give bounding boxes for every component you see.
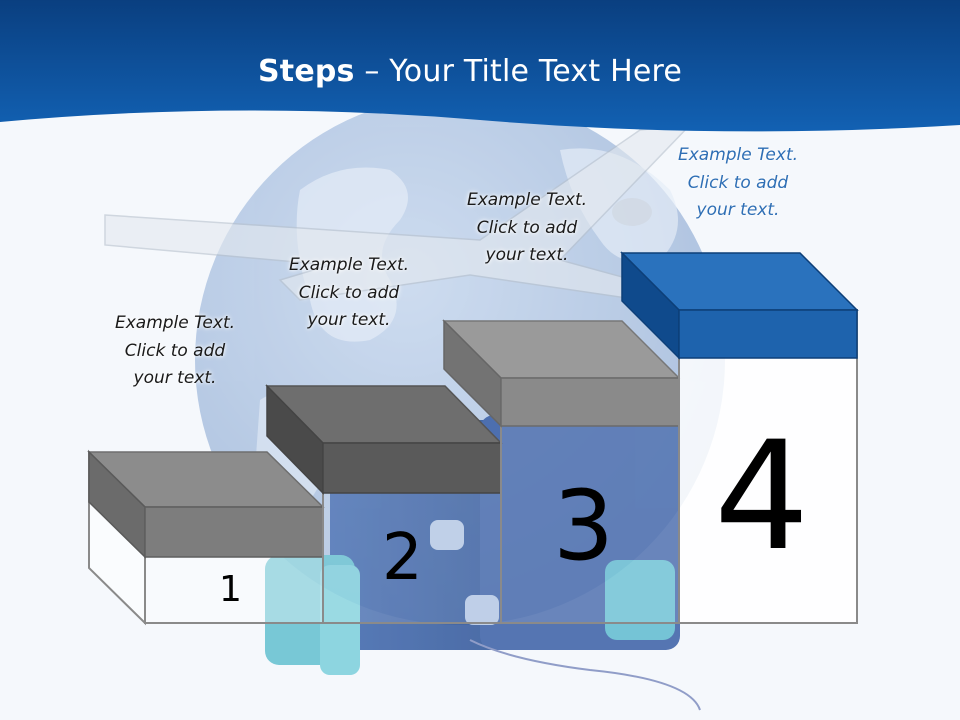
caption-line: your text. bbox=[307, 310, 391, 330]
caption-line: Click to add bbox=[124, 340, 226, 361]
step-4-caption[interactable]: Example Text. Click to add your text. bbox=[653, 142, 823, 225]
caption-line: Click to add bbox=[298, 282, 400, 303]
caption-line: Click to add bbox=[687, 172, 789, 193]
step-block-2 bbox=[265, 384, 503, 624]
step-3-caption[interactable]: Example Text. Click to add your text. bbox=[442, 187, 612, 270]
caption-line: your text. bbox=[133, 368, 217, 388]
step-block-1 bbox=[87, 449, 325, 626]
caption-line: Example Text. bbox=[466, 190, 588, 210]
title-bold: Steps bbox=[257, 54, 355, 89]
caption-line: Example Text. bbox=[288, 255, 410, 275]
step-4-number: 4 bbox=[714, 410, 810, 584]
caption-line: your text. bbox=[696, 200, 780, 220]
step-2-caption[interactable]: Example Text. Click to add your text. bbox=[264, 252, 434, 335]
caption-line: Example Text. bbox=[677, 145, 799, 165]
caption-line: Example Text. bbox=[114, 313, 236, 333]
step-3-number: 3 bbox=[553, 470, 615, 582]
caption-line: your text. bbox=[485, 245, 569, 265]
step-block-3 bbox=[442, 319, 681, 624]
title-banner bbox=[0, 0, 960, 132]
step-1-caption[interactable]: Example Text. Click to add your text. bbox=[90, 310, 260, 393]
title-rest: – Your Title Text Here bbox=[354, 54, 683, 89]
slide-title[interactable]: Steps – Your Title Text Here bbox=[0, 54, 940, 89]
step-2-number: 2 bbox=[382, 521, 423, 595]
step-block-4 bbox=[620, 251, 859, 624]
step-1-number: 1 bbox=[219, 569, 242, 610]
caption-line: Click to add bbox=[476, 217, 578, 238]
